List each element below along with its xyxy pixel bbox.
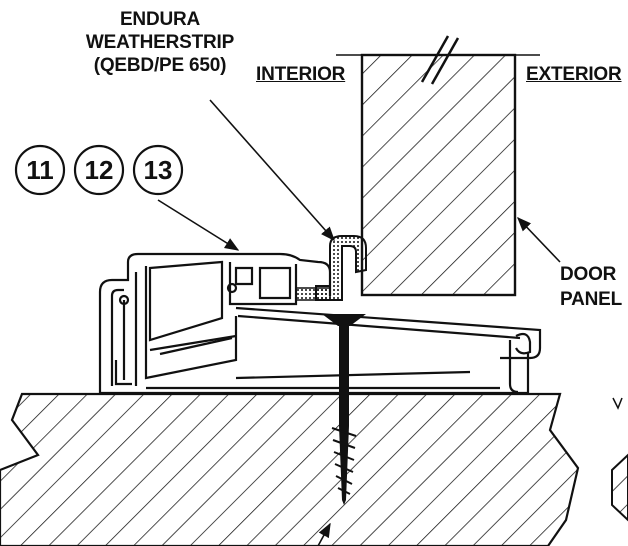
door-panel-label-line2: PANEL [560,289,622,310]
exterior-label: EXTERIOR [526,64,622,85]
callout-12: 12 [85,155,114,185]
leader-lines [157,99,561,546]
weatherstrip-label: ENDURA WEATHERSTRIP (QEBD/PE 650) [60,8,260,77]
threshold-extrusion [98,252,542,395]
callout-11: 11 [26,155,54,185]
door-panel-label: DOOR PANEL [560,262,622,312]
screw [322,314,366,505]
weatherstrip-label-line3: (QEBD/PE 650) [93,55,227,76]
weatherstrip-label-line2: WEATHERSTRIP [85,32,235,53]
interior-label: INTERIOR [256,64,346,85]
door-panel-label-line1: DOOR [560,264,617,285]
edge-marks [612,397,623,410]
callout-circles: 11 12 13 [14,144,184,196]
weatherstrip-bulb [295,235,367,301]
weatherstrip-label-line1: ENDURA [119,9,201,30]
callout-13: 13 [144,155,173,185]
door-panel [336,35,540,297]
floor-substrate [0,392,628,546]
